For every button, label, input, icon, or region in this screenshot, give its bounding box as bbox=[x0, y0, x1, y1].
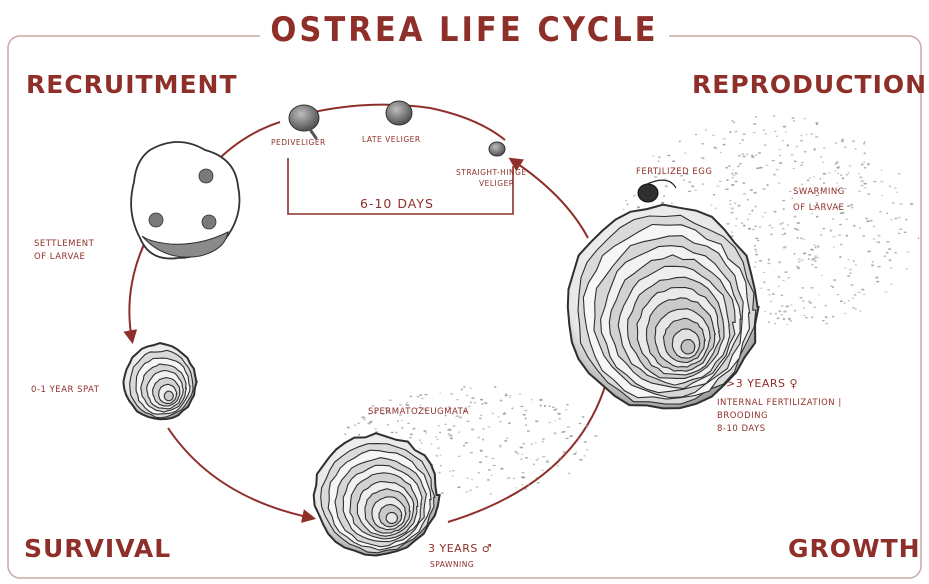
label-male-age: 3 YEARS ♂ bbox=[428, 542, 492, 555]
label-settlement-1: SETTLEMENT bbox=[34, 238, 94, 251]
label-fertilized-egg: FERTILIZED EGG bbox=[636, 166, 712, 179]
label-straight-hinge-2: VELIGER bbox=[479, 179, 515, 188]
diagram-title: OSTREA LIFE CYCLE bbox=[0, 10, 929, 50]
settlement-substrate bbox=[131, 142, 239, 259]
label-late-veliger: LATE VELIGER bbox=[362, 135, 421, 144]
straight-hinge-veliger-larva bbox=[489, 142, 505, 156]
label-male-spawning: SPAWNING bbox=[430, 560, 474, 569]
label-female-age: >3 YEARS ♀ bbox=[726, 377, 798, 390]
arrow-spat-to-male bbox=[168, 428, 312, 518]
fertilized-egg bbox=[638, 180, 676, 202]
spat-shell bbox=[123, 343, 196, 419]
label-spermatozeugmata: SPERMATOZEUGMATA bbox=[368, 406, 469, 419]
quadrant-label-recruitment: RECRUITMENT bbox=[26, 70, 238, 99]
label-female-brooding: BROODING bbox=[717, 410, 768, 423]
label-settlement-2: OF LARVAE bbox=[34, 251, 85, 264]
label-larval-duration: 6-10 DAYS bbox=[360, 196, 434, 211]
label-female-duration: 8-10 DAYS bbox=[717, 423, 766, 436]
pediveliger-larva bbox=[289, 105, 319, 138]
quadrant-label-survival: SURVIVAL bbox=[24, 534, 171, 563]
quadrant-label-reproduction: REPRODUCTION bbox=[692, 70, 927, 99]
label-straight-hinge-1: STRAIGHT-HINGE bbox=[456, 168, 527, 177]
quadrant-label-growth: GROWTH bbox=[788, 534, 921, 563]
late-veliger-larva bbox=[386, 101, 412, 125]
label-swarming-1: SWARMING bbox=[793, 186, 845, 199]
label-female-fertilization: INTERNAL FERTILIZATION | bbox=[717, 397, 842, 410]
label-swarming-2: OF LARVAE bbox=[793, 202, 844, 215]
label-pediveliger: PEDIVELIGER bbox=[271, 138, 326, 147]
male-oyster-shell bbox=[314, 433, 440, 555]
arrow-male-to-female bbox=[448, 368, 610, 522]
label-spat: 0-1 YEAR SPAT bbox=[31, 384, 99, 397]
